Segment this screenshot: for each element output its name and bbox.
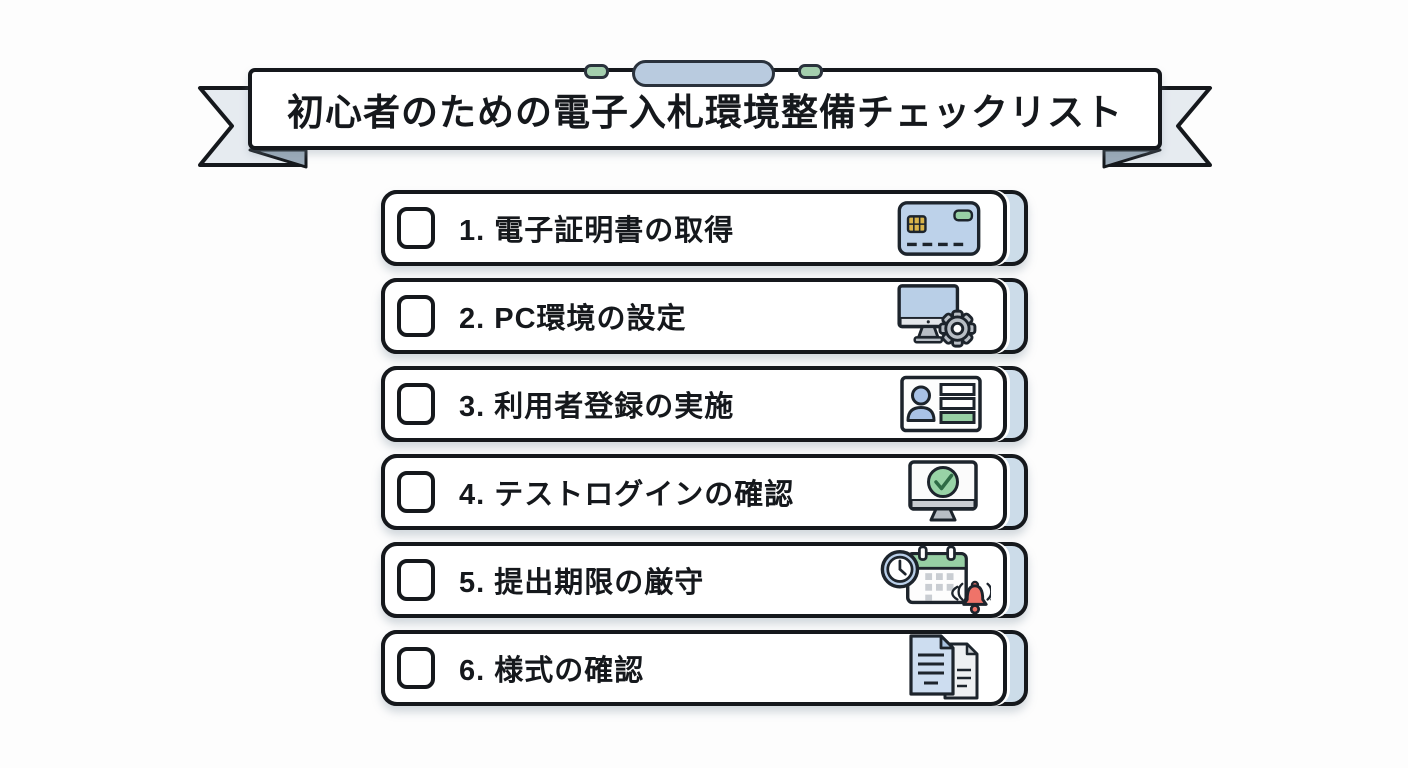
checkbox-item-2[interactable]	[397, 295, 435, 337]
item-label: 3. 利用者登録の実施	[459, 391, 735, 423]
checklist-row-5-card: 5. 提出期限の厳守	[381, 542, 1007, 618]
checkbox-item-6[interactable]	[397, 647, 435, 689]
banner-rod-end-right-icon	[798, 64, 823, 79]
checklist-row-4: 4. テストログインの確認	[381, 454, 1028, 530]
checklist-row-6: 6. 様式の確認	[381, 630, 1028, 706]
checkbox-item-3[interactable]	[397, 383, 435, 425]
digital-certificate-card-icon	[897, 201, 981, 256]
user-registration-card-icon	[900, 375, 982, 433]
checkbox-item-1[interactable]	[397, 207, 435, 249]
checkbox-item-5[interactable]	[397, 559, 435, 601]
checklist-row-2: 2. PC環境の設定	[381, 278, 1028, 354]
pc-settings-gear-icon	[897, 284, 977, 348]
banner-rod-icon	[632, 60, 775, 87]
checklist-row-3-card: 3. 利用者登録の実施	[381, 366, 1007, 442]
checklist-row-4-card: 4. テストログインの確認	[381, 454, 1007, 530]
page-title: 初心者のための電子入札環境整備チェックリスト	[287, 92, 1123, 133]
item-label: 6. 様式の確認	[459, 655, 645, 687]
banner-rod-end-left-icon	[584, 64, 609, 79]
checklist-row-6-card: 6. 様式の確認	[381, 630, 1007, 706]
deadline-clock-calendar-bell-icon	[880, 545, 991, 615]
checklist-row-2-card: 2. PC環境の設定	[381, 278, 1007, 354]
checklist-row-3: 3. 利用者登録の実施	[381, 366, 1028, 442]
test-login-check-monitor-icon	[908, 460, 978, 522]
checkbox-item-4[interactable]	[397, 471, 435, 513]
item-label: 5. 提出期限の厳守	[459, 567, 705, 599]
checklist-row-1: 1. 電子証明書の取得	[381, 190, 1028, 266]
item-label: 4. テストログインの確認	[459, 479, 795, 511]
item-label: 2. PC環境の設定	[459, 303, 687, 335]
item-label: 1. 電子証明書の取得	[459, 215, 735, 247]
checklist-row-1-card: 1. 電子証明書の取得	[381, 190, 1007, 266]
checklist-row-5: 5. 提出期限の厳守	[381, 542, 1028, 618]
documents-icon	[909, 634, 979, 700]
